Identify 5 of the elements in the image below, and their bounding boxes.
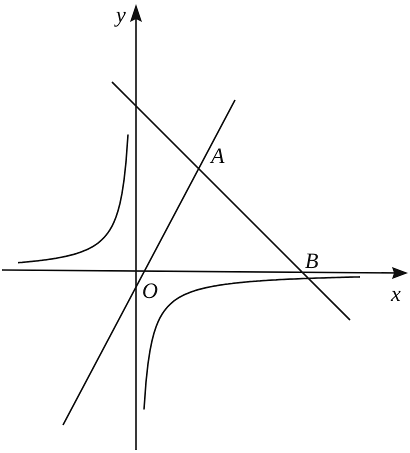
- point-label: A: [211, 145, 224, 167]
- origin-label: O: [142, 280, 158, 302]
- axis-label: x: [391, 283, 401, 305]
- point-label: B: [305, 250, 318, 272]
- axis-label: y: [116, 4, 126, 26]
